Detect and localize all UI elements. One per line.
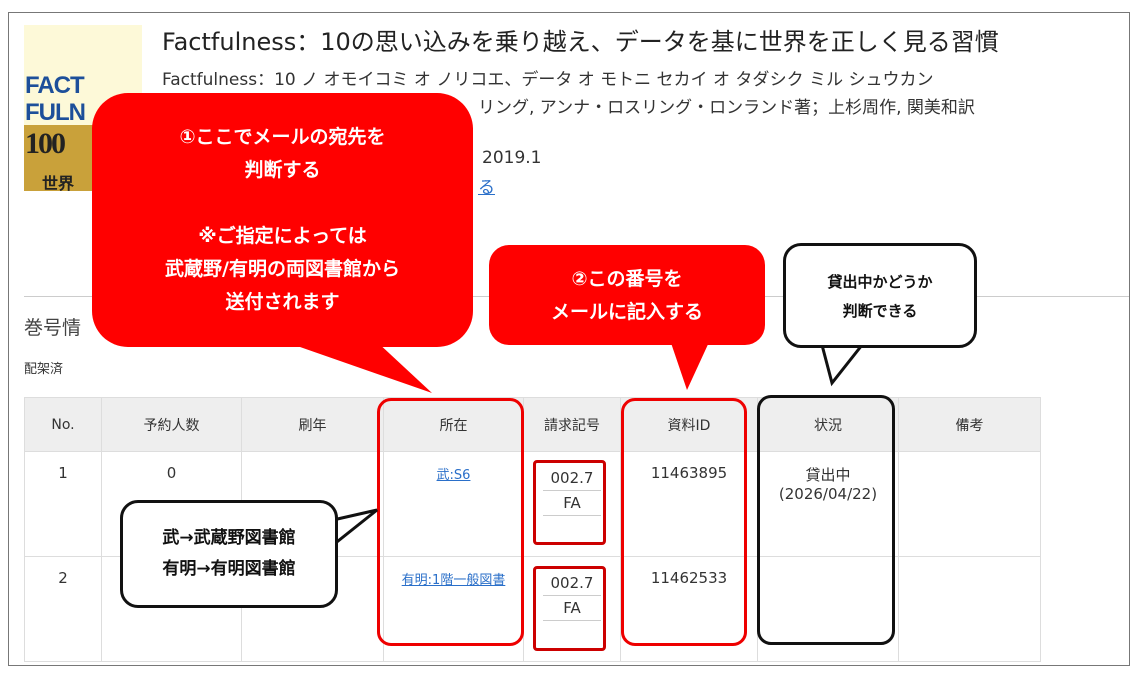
holdings-table: No. 予約人数 刷年 所在 請求記号 資料ID 状況 備考 1 0 武:S6 … — [24, 397, 1041, 662]
call-number-highlight — [533, 566, 606, 651]
callout-item-id: ②この番号をメールに記入する — [489, 245, 765, 345]
location-link[interactable]: 武:S6 — [436, 468, 471, 483]
screenshot-frame — [8, 12, 1130, 666]
col-status: 状況 — [757, 397, 899, 452]
col-notes: 備考 — [898, 397, 1041, 452]
book-authors: リング, アンナ・ロスリング・ロンランド著；上杉周作, 関美和訳 — [478, 98, 975, 118]
call-number-highlight — [533, 460, 606, 545]
callout-recipient: ①ここでメールの宛先を判断する※ご指定によっては武蔵野/有明の両図書館から送付さ… — [92, 93, 473, 347]
cell-no: 2 — [24, 556, 102, 662]
location-link[interactable]: 有明:1階一般図書 — [401, 573, 506, 588]
status-highlight — [757, 395, 895, 645]
cell-no: 1 — [24, 451, 102, 557]
cell-location: 武:S6 — [383, 451, 524, 557]
table-header-row: No. 予約人数 刷年 所在 請求記号 資料ID 状況 備考 — [24, 397, 1041, 452]
publication-year: 2019.1 — [482, 148, 542, 168]
item-id-highlight — [621, 398, 747, 646]
book-link[interactable]: る — [478, 178, 495, 198]
col-no: No. — [24, 397, 102, 452]
callout-status: 貸出中かどうか判断できる — [783, 243, 977, 348]
book-title-kana: Factfulness：10 ノ オモイコミ オ ノリコエ、データ オ モトニ … — [162, 70, 934, 90]
cell-notes — [898, 556, 1041, 662]
shelved-status: 配架済 — [24, 362, 64, 377]
col-location: 所在 — [383, 397, 524, 452]
book-title: Factfulness：10の思い込みを乗り越え、データを基に世界を正しく見る習… — [162, 28, 999, 56]
col-reservations: 予約人数 — [101, 397, 242, 452]
col-call-number: 請求記号 — [523, 397, 621, 452]
callout-location-legend: 武→武蔵野図書館有明→有明図書館 — [120, 500, 338, 608]
section-title: 巻号情 — [24, 317, 82, 339]
col-print-year: 刷年 — [241, 397, 384, 452]
location-highlight — [377, 398, 524, 646]
